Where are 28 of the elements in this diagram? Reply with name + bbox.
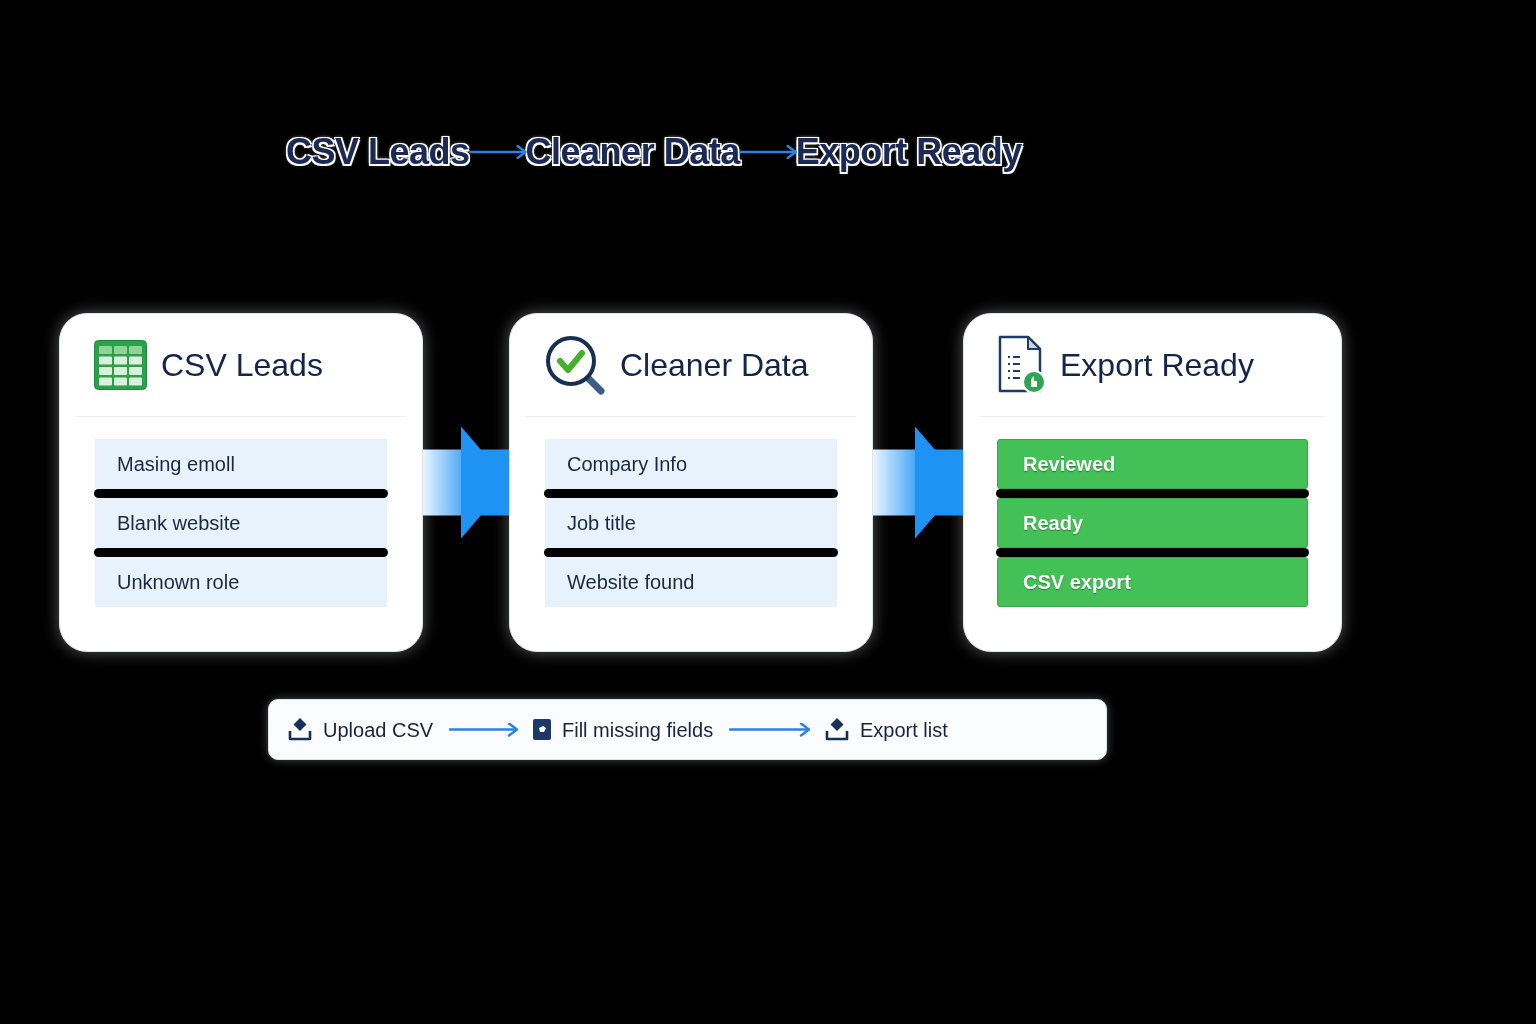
status-row: Reviewed	[997, 439, 1308, 489]
title-text: Cleaner Data	[525, 130, 740, 174]
step-bar	[268, 699, 1107, 760]
card	[509, 313, 873, 652]
list-row: Unknown role	[95, 557, 387, 607]
step-label: Upload CSV	[323, 717, 434, 743]
arrow	[739, 144, 797, 160]
step-label: Export list	[860, 717, 948, 743]
title-text: Export Ready	[795, 130, 1022, 174]
status-row: Ready	[997, 498, 1308, 548]
card	[963, 313, 1342, 652]
arrow	[449, 722, 519, 737]
card-heading: CSV Leads	[161, 349, 323, 381]
block-arrow	[423, 426, 509, 539]
list-row: Masing emoll	[95, 439, 387, 489]
block-arrow	[873, 426, 963, 539]
arrow	[469, 144, 527, 160]
step-label: Fill missing fields	[562, 717, 714, 743]
card	[59, 313, 423, 652]
arrow	[729, 722, 811, 737]
list-row: Compary Info	[545, 439, 837, 489]
title-text: CSV Leads	[286, 130, 470, 174]
card-heading: Cleaner Data	[620, 349, 809, 381]
card-heading: Export Ready	[1060, 349, 1254, 381]
list-row: Blank website	[95, 498, 387, 548]
status-row: CSV export	[997, 557, 1308, 607]
list-row: Website found	[545, 557, 837, 607]
list-row: Job title	[545, 498, 837, 548]
